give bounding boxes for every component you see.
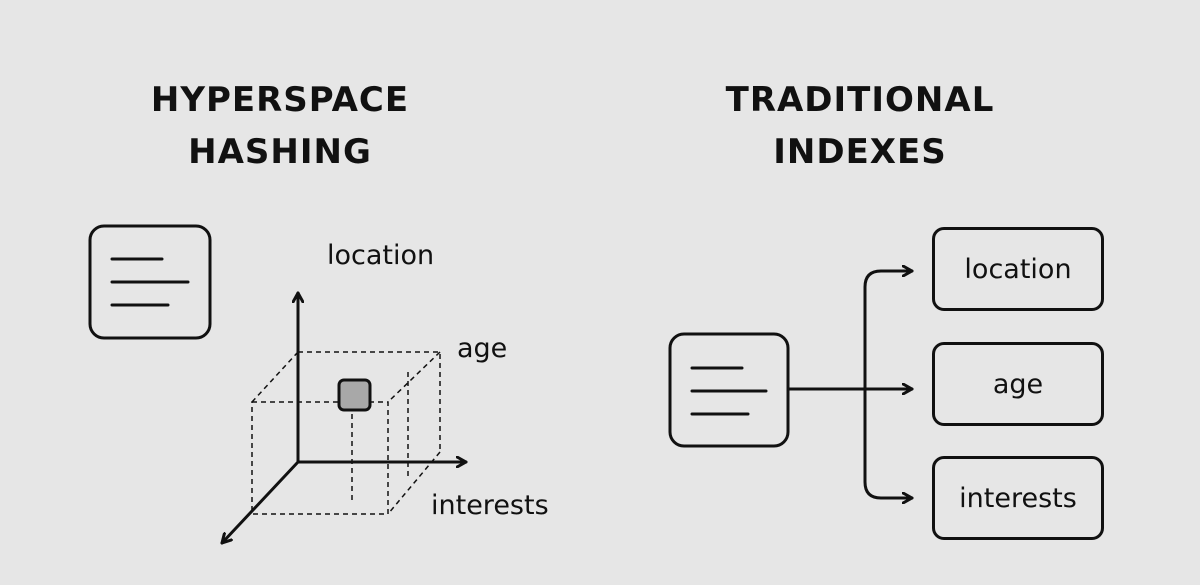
location-axis-label: location xyxy=(327,240,435,271)
interests-axis-label: interests xyxy=(431,490,549,521)
location-arrow xyxy=(863,271,914,391)
interests-arrow xyxy=(863,387,914,498)
interests-index-box: interests xyxy=(932,456,1104,540)
traditional-indexes-title-line1: TRADITIONAL xyxy=(725,80,995,120)
age-index-box: age xyxy=(932,342,1104,426)
hyperspace-axes xyxy=(220,291,468,545)
document-icon xyxy=(668,332,790,448)
hyperspace-cube xyxy=(251,351,441,515)
location-index-box: location xyxy=(932,227,1104,311)
hyperspace-hashing-title: HYPERSPACE HASHING xyxy=(110,74,450,178)
hashed-cell xyxy=(337,378,372,412)
document-icon xyxy=(88,224,212,340)
traditional-indexes-title-line2: INDEXES xyxy=(773,132,947,172)
hyperspace-hashing-title-line1: HYPERSPACE xyxy=(150,80,410,120)
hyperspace-hashing-title-line2: HASHING xyxy=(188,132,372,172)
traditional-indexes-title: TRADITIONAL INDEXES xyxy=(680,74,1040,178)
index-branch-arrows xyxy=(786,271,914,498)
age-axis-label: age xyxy=(457,333,508,364)
age-axis xyxy=(220,460,300,545)
